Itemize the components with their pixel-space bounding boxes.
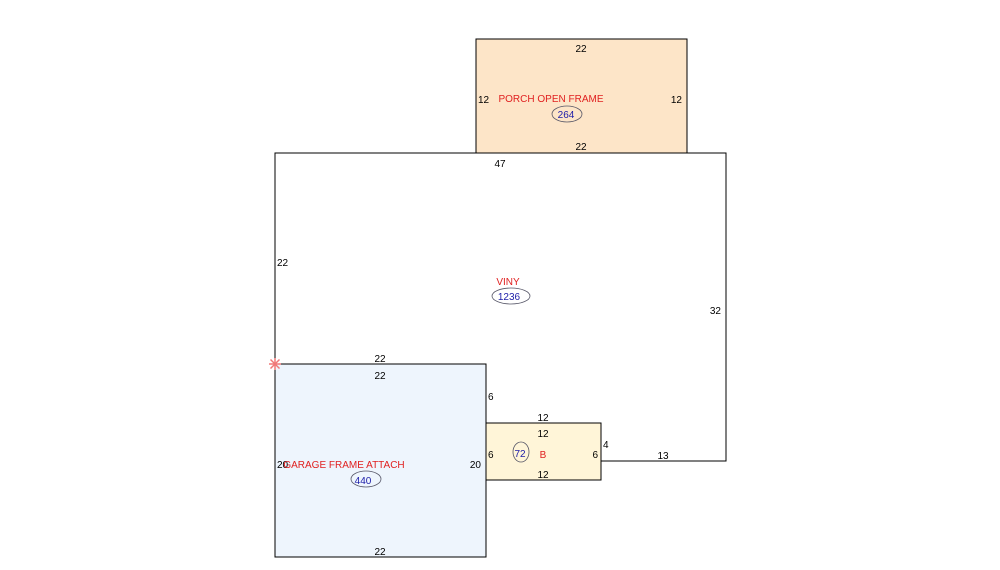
b-label: B	[540, 450, 547, 461]
b-area-shape[interactable]	[485, 422, 602, 481]
main-dim-garage-right-upper: 6	[488, 392, 494, 403]
garage-area-shape[interactable]	[274, 363, 487, 558]
b-dim-left: 6	[488, 450, 494, 461]
main-dim-step-vertical: 4	[603, 440, 609, 451]
b-dim-top-outer: 12	[537, 413, 549, 424]
origin-marker-icon	[269, 358, 281, 370]
main-dim-right: 32	[710, 306, 722, 317]
garage-area-value: 440	[355, 476, 372, 487]
main-dim-top: 47	[494, 159, 506, 170]
main-area-ellipse	[491, 287, 531, 305]
b-dim-top-inner: 12	[537, 429, 549, 440]
porch-dim-left: 12	[478, 95, 490, 106]
garage-dim-right: 20	[470, 460, 482, 471]
garage-label: GARAGE FRAME ATTACH	[283, 460, 404, 471]
garage-area-ellipse	[350, 470, 382, 488]
porch-area-shape[interactable]	[475, 38, 688, 154]
main-dim-above-garage: 22	[374, 354, 386, 365]
porch-area-ellipse	[551, 105, 583, 123]
porch-dim-bottom: 22	[575, 142, 587, 153]
b-area-value: 72	[514, 449, 526, 460]
main-dim-left: 22	[277, 258, 289, 269]
porch-dim-top: 22	[575, 44, 587, 55]
porch-area-value: 264	[558, 110, 575, 121]
porch-dim-right: 12	[671, 95, 683, 106]
garage-dim-bottom: 22	[374, 547, 386, 558]
b-dim-right: 6	[592, 450, 598, 461]
porch-label: PORCH OPEN FRAME	[498, 94, 603, 105]
main-area-value: 1236	[498, 292, 521, 303]
b-area-ellipse	[512, 441, 530, 463]
garage-dim-top: 22	[374, 371, 386, 382]
main-dim-bottom-right: 13	[657, 451, 669, 462]
b-dim-bottom: 12	[537, 470, 549, 481]
garage-dim-left: 20	[277, 460, 289, 471]
main-label: VINY	[496, 277, 520, 288]
